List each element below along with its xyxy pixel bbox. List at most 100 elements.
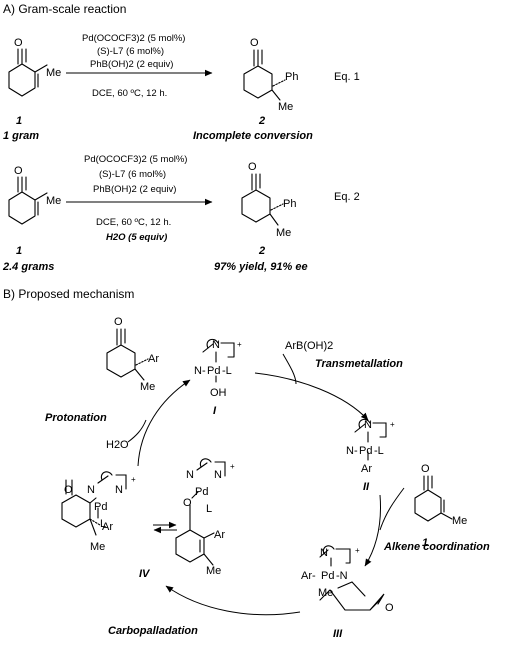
- arrow-transmetallation: [254, 372, 369, 421]
- mechanism-enone-structure: [414, 475, 453, 522]
- arrow-protonation: [137, 379, 191, 467]
- eq1-condition-ligand: (S)-L7 (6 mol%): [97, 46, 164, 57]
- intermediate-IV-o-bound-structure: [175, 458, 226, 566]
- eq2-product-oxygen: O: [248, 161, 257, 173]
- intermediate-IV-c-bound-aryl: Ar: [102, 521, 113, 533]
- eq2-condition-catalyst: Pd(OCOCF3)2 (5 mol%): [84, 154, 187, 165]
- section-a-title: A) Gram-scale reaction: [3, 2, 126, 16]
- section-b-title: B) Proposed mechanism: [3, 287, 134, 301]
- eq1-label: Eq. 1: [334, 71, 360, 83]
- eq1-condition-boronic-acid: PhB(OH)2 (2 equiv): [90, 59, 173, 70]
- intermediate-III-oxygen: O: [385, 602, 394, 614]
- eq1-product-methyl: Me: [278, 101, 293, 113]
- intermediate-II-structure: [354, 418, 387, 461]
- intermediate-IV-c-bound-ligand: L: [100, 518, 106, 530]
- step-transmetallation: Transmetallation: [315, 358, 403, 370]
- intermediate-III-structure: [319, 545, 385, 611]
- intermediate-IV-c-bound-oxygen: O: [64, 484, 73, 496]
- arrow-water-entry: [127, 419, 147, 443]
- eq1-reactant-amount: 1 gram: [3, 130, 39, 142]
- arrow-enone-entry: [379, 487, 405, 531]
- intermediate-III-nitrogen-top: N: [320, 547, 328, 559]
- eq2-label: Eq. 2: [334, 191, 360, 203]
- intermediate-I-label: I: [213, 405, 217, 417]
- eq2-outcome: 97% yield, 91% ee: [214, 261, 308, 273]
- eq2-reactant-methyl: Me: [46, 195, 61, 207]
- eq1-reactant-number: 1: [16, 115, 22, 127]
- intermediate-III-palladium: Pd: [321, 570, 334, 582]
- step-protonation: Protonation: [45, 412, 107, 424]
- intermediate-I-nitrogen-left: N-: [194, 365, 206, 377]
- eq1-condition-solvent: DCE, 60 ºC, 12 h.: [92, 88, 167, 99]
- intermediate-IV-c-bound-structure: [61, 471, 127, 536]
- intermediate-II-palladium: Pd: [359, 445, 372, 457]
- mechanism-enone-number: 1: [422, 537, 428, 549]
- arrow-carbopalladation: [165, 585, 301, 616]
- arrow-boronic-acid-entry: [282, 353, 297, 385]
- intermediate-IV-label: IV: [139, 568, 151, 580]
- eq2-product-structure: [241, 173, 284, 226]
- intermediate-III-aryl: Ar-: [301, 570, 316, 582]
- intermediate-IV-c-bound-nitrogen-left: N: [87, 484, 95, 496]
- eq1-product-number: 2: [258, 115, 265, 127]
- mechanism-enone-methyl: Me: [452, 515, 467, 527]
- eq2-condition-ligand: (S)-L7 (6 mol%): [99, 169, 166, 180]
- intermediate-III-methyl: Me: [318, 587, 333, 599]
- eq1-outcome: Incomplete conversion: [193, 130, 313, 142]
- intermediate-IV-o-bound-nitrogen-right: N: [214, 469, 222, 481]
- intermediate-I-nitrogen-top: N: [212, 339, 220, 351]
- eq2-condition-solvent: DCE, 60 ºC, 12 h.: [96, 217, 171, 228]
- intermediate-I-structure: [202, 338, 235, 383]
- reagent-arylboronic-acid: ArB(OH)2: [285, 340, 333, 352]
- intermediate-I-hydroxide: OH: [210, 387, 227, 399]
- intermediate-IV-o-bound-ligand: L: [206, 503, 212, 515]
- intermediate-III-nitrogen-right: -N: [336, 570, 348, 582]
- eq2-product-number: 2: [258, 245, 265, 257]
- intermediate-IV-o-bound-oxygen: O: [183, 497, 192, 509]
- mechanism-product-oxygen: O: [114, 316, 123, 328]
- arrow-alkene-coordination: [364, 494, 381, 567]
- intermediate-II-charge: +: [390, 420, 395, 429]
- intermediate-IV-c-bound-charge: +: [131, 475, 136, 484]
- eq1-reactant-structure: [8, 48, 48, 97]
- eq2-condition-water: H2O (5 equiv): [106, 232, 167, 243]
- intermediate-I-palladium: Pd: [207, 365, 220, 377]
- eq2-reactant-amount: 2.4 grams: [2, 261, 54, 273]
- eq1-product-phenyl: Ph: [285, 71, 298, 83]
- eq2-condition-boronic-acid: PhB(OH)2 (2 equiv): [93, 184, 176, 195]
- intermediate-III-label: III: [333, 628, 343, 640]
- intermediate-II-nitrogen-left: N-: [346, 445, 358, 457]
- intermediate-IV-o-bound-aryl: Ar: [214, 529, 225, 541]
- intermediate-IV-o-bound-nitrogen-left: N: [186, 469, 194, 481]
- intermediate-IV-o-bound-palladium: Pd: [195, 486, 208, 498]
- eq1-product-structure: [243, 49, 286, 101]
- mechanism-enone-oxygen: O: [421, 463, 430, 475]
- intermediate-IV-c-bound-palladium: Pd: [94, 501, 107, 513]
- eq2-reactant-structure: [8, 176, 48, 225]
- mechanism-product-methyl: Me: [140, 381, 155, 393]
- step-alkene-coordination: Alkene coordination: [383, 541, 490, 553]
- eq2-product-phenyl: Ph: [283, 198, 296, 210]
- reagent-water: H2O: [106, 439, 129, 451]
- intermediate-I-ligand: -L: [222, 365, 232, 377]
- eq1-reactant-methyl: Me: [46, 67, 61, 79]
- eq2-reactant-number: 1: [16, 245, 22, 257]
- intermediate-IV-o-bound-charge: +: [230, 462, 235, 471]
- intermediate-II-nitrogen-top: N: [364, 419, 372, 431]
- intermediate-IV-o-bound-methyl: Me: [206, 565, 221, 577]
- intermediate-II-label: II: [363, 481, 370, 493]
- intermediate-IV-c-bound-methyl: Me: [90, 541, 105, 553]
- eq2-product-methyl: Me: [276, 227, 291, 239]
- eq1-reactant-oxygen: O: [14, 37, 23, 49]
- intermediate-II-aryl: Ar: [361, 463, 372, 475]
- intermediate-III-charge: +: [355, 546, 360, 555]
- intermediate-II-ligand: -L: [374, 445, 384, 457]
- eq1-product-oxygen: O: [250, 37, 259, 49]
- eq1-condition-catalyst: Pd(OCOCF3)2 (5 mol%): [82, 33, 185, 44]
- mechanism-product-structure: [106, 328, 149, 381]
- intermediate-I-charge: +: [237, 340, 242, 349]
- eq2-reactant-oxygen: O: [14, 165, 23, 177]
- mechanism-product-aryl: Ar: [148, 353, 159, 365]
- intermediate-IV-c-bound-nitrogen-right: N: [115, 484, 123, 496]
